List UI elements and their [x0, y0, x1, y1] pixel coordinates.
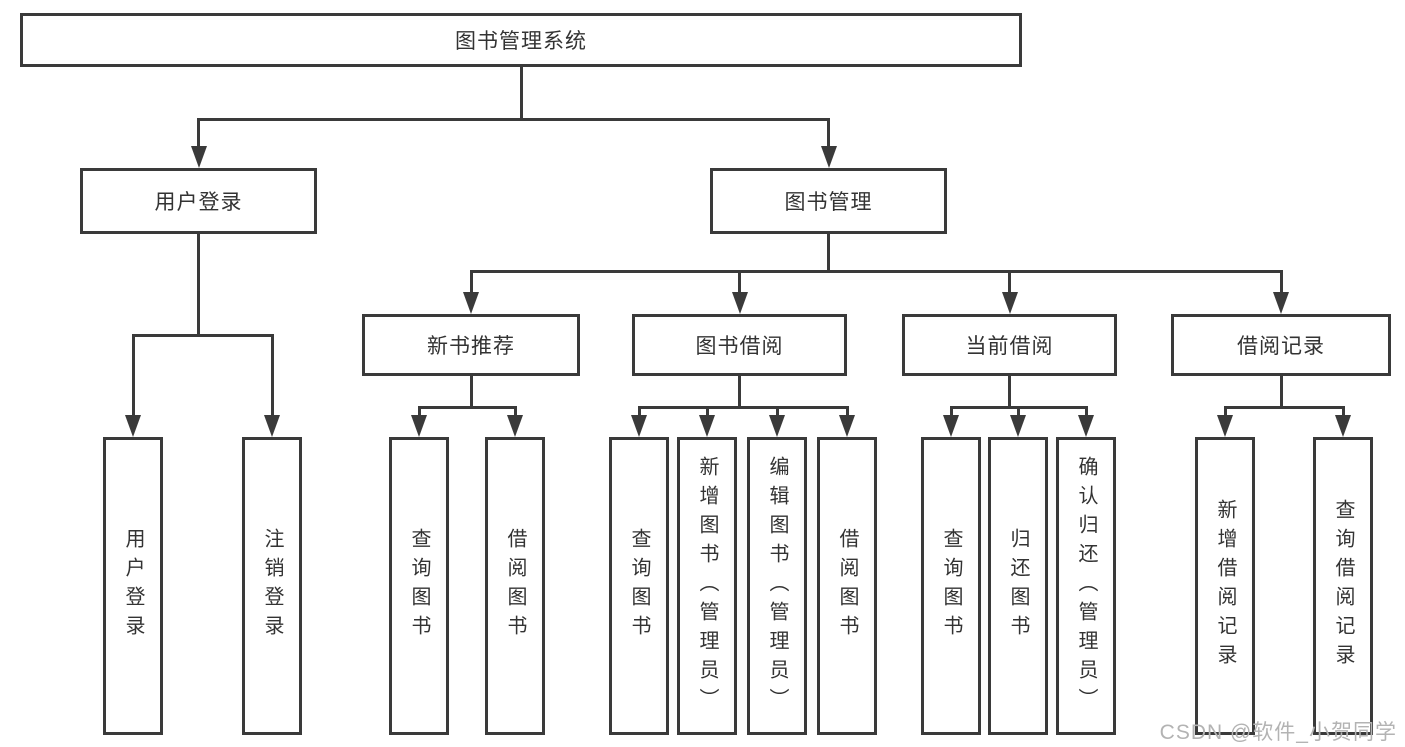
connector-line: [418, 406, 517, 409]
arrow-down-icon: [125, 415, 141, 437]
connector-line: [638, 406, 641, 417]
connector-line: [271, 334, 274, 417]
leaf-record-query-borrow-record: 查询借阅记录: [1313, 437, 1373, 735]
arrow-down-icon: [1010, 415, 1026, 437]
arrow-down-icon: [1078, 415, 1094, 437]
connector-line: [132, 334, 135, 417]
connector-line: [1008, 376, 1011, 408]
arrow-down-icon: [507, 415, 523, 437]
connector-line: [1085, 406, 1088, 417]
arrow-down-icon: [631, 415, 647, 437]
arrow-down-icon: [264, 415, 280, 437]
connector-line: [132, 334, 274, 337]
leaf-borrow-query-books: 查询图书: [609, 437, 669, 735]
connector-line: [846, 406, 849, 417]
arrow-down-icon: [769, 415, 785, 437]
arrow-down-icon: [1002, 292, 1018, 314]
connector-line: [1017, 406, 1020, 417]
node-library-management-system: 图书管理系统: [20, 13, 1022, 67]
leaf-borrow-borrow-books: 借阅图书: [817, 437, 877, 735]
arrow-down-icon: [943, 415, 959, 437]
connector-line: [706, 406, 709, 417]
leaf-newbook-borrow-books: 借阅图书: [485, 437, 545, 735]
connector-line: [1008, 270, 1011, 294]
arrow-down-icon: [463, 292, 479, 314]
leaf-borrow-add-books-admin: 新增图书（管理员）: [677, 437, 737, 735]
leaf-current-confirm-return-admin: 确认归还（管理员）: [1056, 437, 1116, 735]
arrow-down-icon: [411, 415, 427, 437]
arrow-down-icon: [699, 415, 715, 437]
node-book-management: 图书管理: [710, 168, 947, 234]
connector-line: [738, 270, 741, 294]
node-book-borrowing: 图书借阅: [632, 314, 847, 376]
connector-line: [470, 270, 473, 294]
connector-line: [1224, 406, 1227, 417]
leaf-newbook-query-books: 查询图书: [389, 437, 449, 735]
arrow-down-icon: [191, 146, 207, 168]
connector-line: [514, 406, 517, 417]
connector-line: [197, 118, 830, 121]
connector-line: [1224, 406, 1345, 409]
connector-line: [1342, 406, 1345, 417]
connector-line: [1280, 376, 1283, 408]
connector-line: [1280, 270, 1283, 294]
connector-line: [470, 376, 473, 408]
connector-line: [827, 234, 830, 272]
connector-line: [520, 67, 523, 120]
connector-line: [638, 406, 849, 409]
leaf-user-login: 用户登录: [103, 437, 163, 735]
csdn-watermark: CSDN @软件_小贺同学: [1159, 721, 1397, 744]
node-current-borrowing: 当前借阅: [902, 314, 1117, 376]
connector-line: [776, 406, 779, 417]
connector-line: [950, 406, 953, 417]
arrow-down-icon: [839, 415, 855, 437]
connector-line: [197, 118, 200, 148]
connector-line: [738, 376, 741, 408]
leaf-borrow-edit-books-admin: 编辑图书（管理员）: [747, 437, 807, 735]
arrow-down-icon: [1273, 292, 1289, 314]
connector-line: [418, 406, 421, 417]
connector-line: [827, 118, 830, 148]
node-user-login: 用户登录: [80, 168, 317, 234]
leaf-logout: 注销登录: [242, 437, 302, 735]
node-borrowing-records: 借阅记录: [1171, 314, 1391, 376]
leaf-current-query-books: 查询图书: [921, 437, 981, 735]
leaf-current-return-books: 归还图书: [988, 437, 1048, 735]
leaf-record-add-borrow-record: 新增借阅记录: [1195, 437, 1255, 735]
connector-line: [470, 270, 1283, 273]
arrow-down-icon: [821, 146, 837, 168]
arrow-down-icon: [1217, 415, 1233, 437]
arrow-down-icon: [1335, 415, 1351, 437]
node-new-book-recommend: 新书推荐: [362, 314, 580, 376]
connector-line: [197, 234, 200, 336]
arrow-down-icon: [732, 292, 748, 314]
